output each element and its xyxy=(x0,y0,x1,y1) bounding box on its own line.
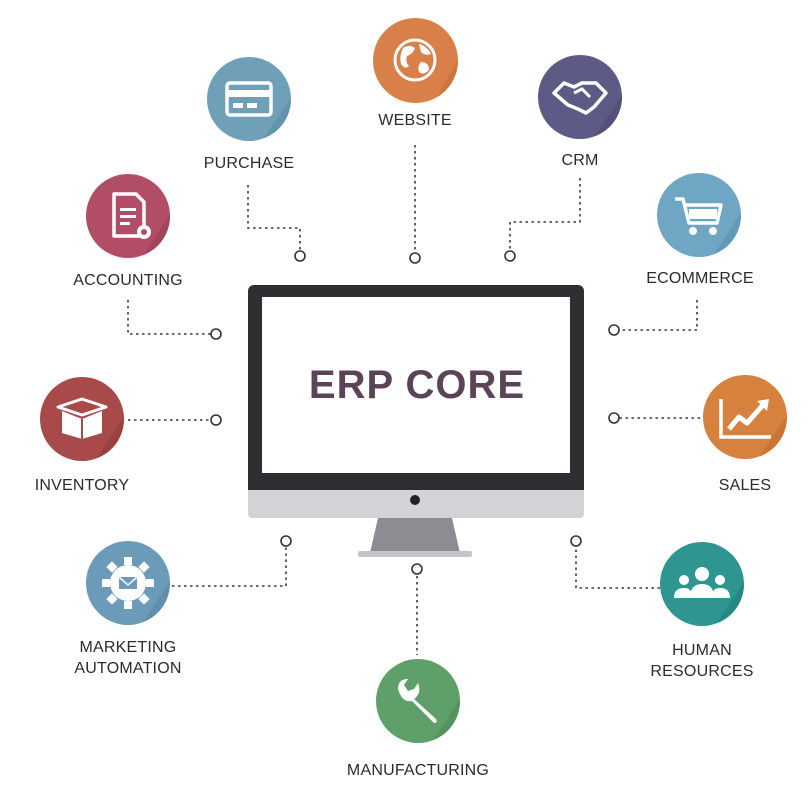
connector-crm xyxy=(509,178,581,254)
manufacturing-node[interactable] xyxy=(376,659,460,743)
chart-up-icon xyxy=(719,399,787,459)
box-icon xyxy=(56,397,124,461)
monitor-screen xyxy=(262,297,570,473)
hr-label-line2: RESOURCES xyxy=(650,663,754,680)
marketing-automation-node[interactable] xyxy=(86,541,170,625)
shopping-cart-icon xyxy=(675,197,741,257)
accounting-node[interactable] xyxy=(86,174,170,258)
website-label: WEBSITE xyxy=(378,112,452,129)
accounting-label: ACCOUNTING xyxy=(73,272,183,289)
human-resources-label: HUMAN RESOURCES xyxy=(622,640,782,682)
people-icon xyxy=(674,567,744,626)
inventory-node[interactable] xyxy=(40,377,124,461)
connector-purchase xyxy=(247,185,301,254)
marketing-automation-label: MARKETING AUTOMATION xyxy=(48,637,208,679)
handshake-icon xyxy=(552,81,622,139)
core-title: ERP CORE xyxy=(308,362,526,407)
marketing-label-line1: MARKETING xyxy=(79,639,177,656)
sales-label: SALES xyxy=(718,477,772,494)
wrench-icon xyxy=(398,679,460,743)
monitor xyxy=(248,285,584,557)
website-node[interactable] xyxy=(373,18,458,103)
connector-accounting xyxy=(127,300,214,335)
connector-ecommerce xyxy=(614,300,698,331)
purchase-node[interactable] xyxy=(207,57,291,141)
connector-hr xyxy=(575,541,660,589)
monitor-camera-dot xyxy=(410,495,420,505)
hr-label-line1: HUMAN xyxy=(672,642,732,659)
gear-envelope-icon xyxy=(102,557,170,625)
crm-label: CRM xyxy=(561,152,599,169)
monitor-neck xyxy=(370,518,460,553)
globe-icon xyxy=(393,38,458,103)
document-gear-icon xyxy=(112,192,170,258)
ecommerce-label: ECOMMERCE xyxy=(646,270,754,287)
manufacturing-label: MANUFACTURING xyxy=(346,762,490,779)
connector-marketing xyxy=(172,541,287,587)
marketing-label-line2: AUTOMATION xyxy=(74,660,182,677)
connector-lines xyxy=(127,145,700,655)
sales-node[interactable] xyxy=(703,375,787,459)
purchase-label: PURCHASE xyxy=(203,155,295,172)
inventory-label: INVENTORY xyxy=(34,477,130,494)
credit-card-icon xyxy=(225,81,291,141)
ecommerce-node[interactable] xyxy=(657,173,741,257)
monitor-stand-base xyxy=(358,551,472,557)
crm-node[interactable] xyxy=(538,55,622,139)
connector-dots xyxy=(210,250,620,575)
human-resources-node[interactable] xyxy=(660,542,744,626)
